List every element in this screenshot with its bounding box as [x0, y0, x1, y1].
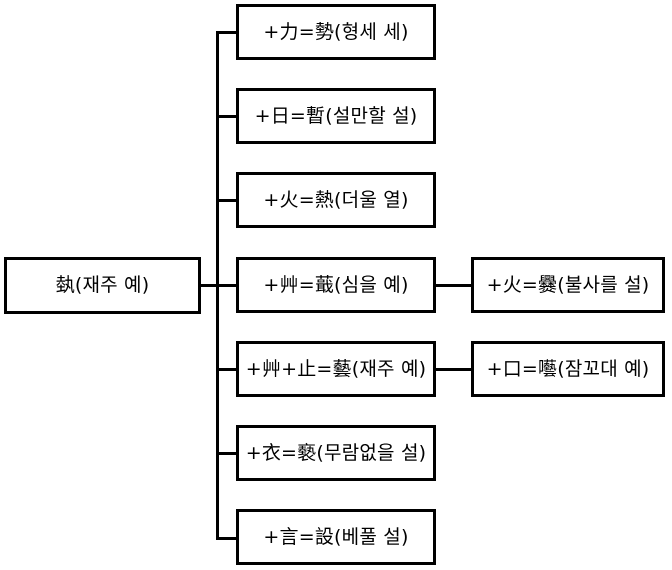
branch-node-7: +言=設(베풀 설) [236, 509, 436, 565]
branch-connector-5 [216, 368, 238, 371]
root-node-label: 埶(재주 예) [55, 274, 150, 297]
branch-node-7-label: +言=設(베풀 설) [263, 525, 409, 548]
branch-connector-7 [216, 537, 238, 540]
branch-node-6-label: +衣=褻(무람없을 설) [245, 441, 427, 464]
branch-connector-6 [216, 452, 238, 455]
branch-connector-3 [216, 199, 238, 202]
branch-node-5-label: +艸+止=藝(재주 예) [245, 357, 427, 380]
leaf-node-1: +火=爨(불사를 설) [471, 257, 665, 313]
leaf-node-2-label: +口=囈(잠꼬대 예) [486, 357, 650, 380]
branch-node-4-label: +艸=蕺(심을 예) [263, 273, 409, 296]
leaf-node-1-label: +火=爨(불사를 설) [486, 273, 650, 296]
branch-node-5: +艸+止=藝(재주 예) [236, 341, 436, 397]
branch-connector-4 [216, 284, 238, 287]
branch-node-4: +艸=蕺(심을 예) [236, 257, 436, 313]
branch-node-2: +日=暫(설만할 설) [236, 88, 436, 144]
root-node: 埶(재주 예) [4, 257, 201, 314]
branch-node-3-label: +火=熱(더울 열) [263, 188, 409, 211]
branch-connector-1 [216, 31, 238, 34]
leaf-connector-2 [435, 368, 473, 371]
branch-connector-2 [216, 115, 238, 118]
branch-node-2-label: +日=暫(설만할 설) [254, 104, 418, 127]
branch-node-1-label: +力=勢(형세 세) [263, 20, 409, 43]
leaf-connector-1 [435, 284, 473, 287]
branch-node-6: +衣=褻(무람없을 설) [236, 425, 436, 481]
branch-node-3: +火=熱(더울 열) [236, 172, 436, 228]
branch-node-1: +力=勢(형세 세) [236, 4, 436, 60]
leaf-node-2: +口=囈(잠꼬대 예) [471, 341, 665, 397]
root-trunk-connector [200, 284, 219, 287]
